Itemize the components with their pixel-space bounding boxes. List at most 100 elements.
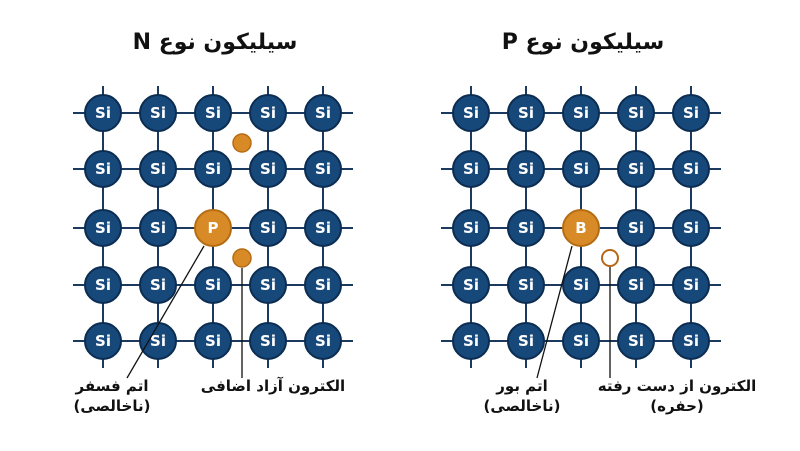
p-type-dopant-symbol: B (575, 219, 586, 237)
silicon-atom (249, 150, 287, 188)
silicon-symbol: Si (315, 160, 331, 178)
silicon-atom (617, 209, 655, 247)
silicon-symbol: Si (518, 276, 534, 294)
silicon-symbol: Si (95, 160, 111, 178)
silicon-symbol: Si (463, 332, 479, 350)
silicon-atom (194, 150, 232, 188)
silicon-symbol: Si (205, 276, 221, 294)
silicon-symbol: Si (463, 276, 479, 294)
silicon-atom (84, 94, 122, 132)
silicon-atom (507, 322, 545, 360)
silicon-atom (194, 266, 232, 304)
silicon-atom (249, 266, 287, 304)
p-type-dopant-atom (562, 209, 600, 247)
silicon-atom (194, 322, 232, 360)
silicon-atom (672, 266, 710, 304)
silicon-atom (617, 322, 655, 360)
silicon-symbol: Si (683, 276, 699, 294)
phosphorus-atom-label: اتم فسفر (ناخالصی) (62, 376, 162, 416)
free-electron-upper (232, 133, 252, 153)
silicon-symbol: Si (315, 104, 331, 122)
silicon-symbol: Si (315, 219, 331, 237)
silicon-atom (672, 322, 710, 360)
boron-atom-label: اتم بور (ناخالصی) (472, 376, 572, 416)
silicon-atom (672, 150, 710, 188)
silicon-symbol: Si (628, 332, 644, 350)
silicon-atom (249, 94, 287, 132)
silicon-symbol: Si (683, 160, 699, 178)
silicon-symbol: Si (315, 276, 331, 294)
silicon-atom (452, 150, 490, 188)
n-type-dopant-symbol: P (208, 219, 219, 237)
silicon-symbol: Si (150, 104, 166, 122)
silicon-atom (617, 94, 655, 132)
phosphorus-label-line2: (ناخالصی) (73, 397, 151, 415)
silicon-symbol: Si (628, 276, 644, 294)
hole-label-line2: (حفره) (650, 397, 704, 415)
silicon-symbol: Si (518, 219, 534, 237)
silicon-symbol: Si (683, 332, 699, 350)
silicon-atom (507, 266, 545, 304)
silicon-symbol: Si (260, 219, 276, 237)
silicon-symbol: Si (463, 219, 479, 237)
silicon-atom (84, 266, 122, 304)
silicon-symbol: Si (95, 104, 111, 122)
silicon-atom (249, 322, 287, 360)
silicon-symbol: Si (315, 332, 331, 350)
silicon-atom (139, 322, 177, 360)
silicon-symbol: Si (150, 219, 166, 237)
silicon-symbol: Si (260, 160, 276, 178)
silicon-atom (452, 266, 490, 304)
boron-pointer-line (536, 245, 573, 379)
p-type-title: سیلیکون نوع P (501, 30, 665, 55)
silicon-symbol: Si (628, 104, 644, 122)
silicon-symbol: Si (205, 160, 221, 178)
silicon-atom (139, 266, 177, 304)
silicon-atom (452, 322, 490, 360)
silicon-atom (562, 150, 600, 188)
boron-label-line2: (ناخالصی) (483, 397, 561, 415)
silicon-symbol: Si (628, 219, 644, 237)
silicon-symbol: Si (518, 104, 534, 122)
silicon-atom (84, 322, 122, 360)
silicon-symbol: Si (205, 332, 221, 350)
silicon-atom (562, 322, 600, 360)
silicon-atom (249, 209, 287, 247)
free-electron-lower (232, 248, 252, 268)
n-type-dopant-atom (194, 209, 232, 247)
silicon-atom (194, 94, 232, 132)
n-type-title: سیلیکون نوع N (132, 30, 298, 55)
silicon-atom (139, 209, 177, 247)
silicon-atom (452, 94, 490, 132)
free-electron-label: الکترون آزاد اضافی (188, 376, 358, 396)
silicon-atom (139, 94, 177, 132)
free-electron-label-text: الکترون آزاد اضافی (200, 377, 346, 395)
silicon-atom (139, 150, 177, 188)
boron-label-line1: اتم بور (496, 377, 548, 395)
silicon-symbol: Si (518, 160, 534, 178)
silicon-atom (617, 150, 655, 188)
silicon-symbol: Si (463, 160, 479, 178)
silicon-atom (304, 150, 342, 188)
silicon-atom (507, 94, 545, 132)
silicon-atom (84, 209, 122, 247)
silicon-atom (672, 94, 710, 132)
phosphorus-pointer-line (126, 245, 205, 379)
silicon-atom (507, 209, 545, 247)
silicon-symbol: Si (150, 332, 166, 350)
silicon-atom (304, 209, 342, 247)
silicon-atom (672, 209, 710, 247)
silicon-symbol: Si (260, 104, 276, 122)
silicon-symbol: Si (95, 219, 111, 237)
silicon-symbol: Si (573, 332, 589, 350)
silicon-symbol: Si (150, 160, 166, 178)
silicon-atom (452, 209, 490, 247)
silicon-atom (617, 266, 655, 304)
hole-label: الکترون از دست رفته (حفره) (592, 376, 762, 416)
silicon-symbol: Si (573, 160, 589, 178)
silicon-symbol: Si (95, 332, 111, 350)
silicon-symbol: Si (573, 276, 589, 294)
silicon-atom (507, 150, 545, 188)
